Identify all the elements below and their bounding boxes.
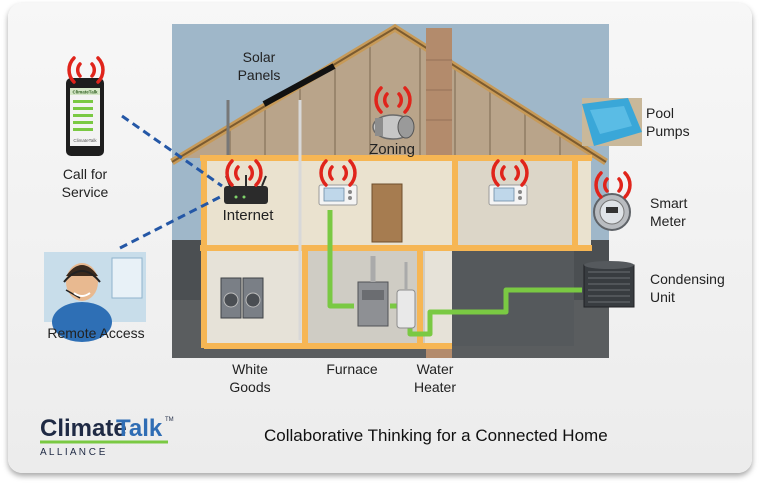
svg-text:A L L I A N C E: A L L I A N C E [40,447,106,458]
thermostat-icon [318,184,358,206]
furnace-icon [357,256,389,327]
label-furnace: Furnace [326,361,378,377]
label-solar-panels: Solar Panels [237,49,281,83]
svg-text:Talk: Talk [116,415,163,442]
label-pool-pumps: Pool Pumps [646,105,690,139]
zoning-damper-icon [372,114,415,140]
smart-meter-icon [593,193,631,231]
pool-icon [582,98,642,146]
label-smart-meter: Smart Meter [650,195,688,229]
svg-text:Climate: Climate [40,415,127,442]
climatetalk-logo: Climate Talk TM A L L I A N C E [40,415,174,458]
headset-person-icon [44,252,146,342]
svg-text:TM: TM [165,417,174,423]
condenser-icon [583,261,635,308]
tagline: Collaborative Thinking for a Connected H… [264,426,608,445]
water-heater-icon [396,262,416,329]
phone-screen-footer: ClimateTalk [73,138,97,143]
phone-screen-header: ClimateTalk [73,90,98,95]
label-zoning: Zoning [369,141,415,158]
label-remote-access: Remote Access [47,325,145,341]
label-call-for-service: Call for Service [61,166,109,200]
label-water-heater: Water Heater [413,361,457,395]
label-condensing-unit: Condensing Unit [650,271,725,305]
thermostat-icon [488,184,528,206]
washer-dryer-icon [220,277,264,319]
label-white-goods: White Goods [229,361,271,395]
phone-icon [66,78,104,156]
label-internet: Internet [222,207,274,224]
